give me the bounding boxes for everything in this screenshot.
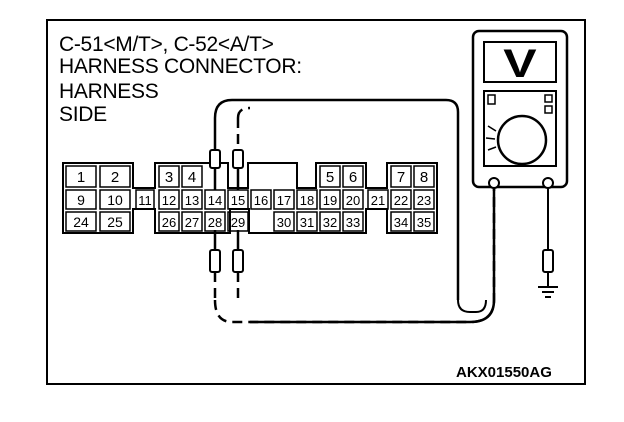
pin-label: 34 [394, 215, 408, 230]
pin-label: 16 [254, 193, 268, 208]
connector-title-line2: HARNESS CONNECTOR: [59, 55, 302, 78]
pin-label: 14 [208, 193, 222, 208]
pin-label: 5 [326, 169, 334, 186]
pin-label: 28 [208, 215, 222, 230]
meter-wire-upper-dashed [236, 106, 251, 119]
pin-label: 17 [277, 193, 291, 208]
pin-label: 31 [300, 215, 314, 230]
pin-label: 2 [111, 169, 119, 186]
pin-label: 21 [371, 193, 385, 208]
pin-label: 29 [231, 215, 245, 230]
pin-label: 8 [420, 169, 428, 186]
pin-label: 32 [323, 215, 337, 230]
probe-icon [209, 230, 221, 300]
ground-lead [542, 188, 554, 286]
probe-icon [232, 118, 244, 190]
connector-title-line3: HARNESS [59, 80, 159, 103]
pin-label: 24 [73, 214, 89, 230]
meter-wire-return [457, 299, 487, 313]
pin-label: 7 [397, 169, 405, 186]
pin-label: 10 [107, 192, 123, 208]
pin-label: 19 [323, 193, 337, 208]
connector-title-line4: SIDE [59, 103, 107, 126]
pin-label: 11 [138, 193, 152, 208]
pin-label: 35 [417, 215, 431, 230]
pin-label: 13 [185, 193, 199, 208]
connector-row1: 1 2 3 4 5 6 7 8 [65, 165, 435, 188]
meter-wire-upper [213, 98, 460, 300]
connector-title-line1: C-51<M/T>, C-52<A/T> [59, 33, 274, 56]
ground-icon [538, 286, 558, 298]
pin-label: 3 [165, 169, 173, 186]
pin-label: 22 [394, 193, 408, 208]
connector-row3: 24 25 26 27 28 29 30 31 32 33 34 35 [65, 211, 435, 232]
pin-label: 6 [349, 169, 357, 186]
meter-display-symbol: V [503, 41, 536, 86]
pin-label: 26 [162, 215, 176, 230]
pin-label: 12 [162, 193, 176, 208]
pin-label: 9 [77, 192, 85, 208]
probe-icon [232, 230, 244, 300]
pin-label: 18 [300, 193, 314, 208]
voltmeter-icon: V [471, 29, 569, 189]
pin-label: 23 [417, 193, 431, 208]
pin-label: 1 [77, 169, 85, 186]
connector-row2: 9 10 11 12 13 14 15 16 17 18 19 20 21 22… [65, 189, 435, 210]
probe-icon [209, 118, 221, 190]
meter-wire-lower-solid [250, 183, 496, 324]
pin-label: 30 [277, 215, 291, 230]
pin-label: 25 [107, 214, 123, 230]
pin-label: 20 [346, 193, 360, 208]
harness-connector-outline [62, 162, 438, 234]
pin-label: 27 [185, 215, 199, 230]
diagram-code-label: AKX01550AG [456, 364, 552, 381]
pin-label: 33 [346, 215, 360, 230]
pin-label: 4 [188, 169, 196, 186]
pin-label: 15 [231, 193, 245, 208]
